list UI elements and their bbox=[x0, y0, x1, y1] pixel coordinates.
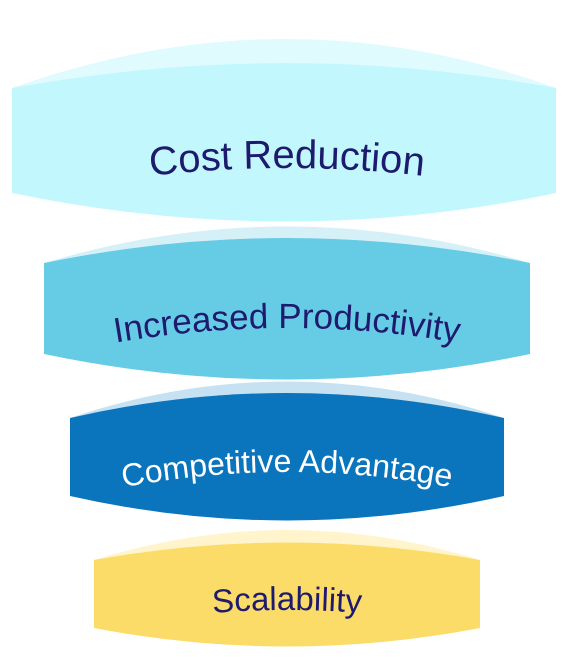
funnel-tier-cost-reduction: Cost Reduction bbox=[12, 39, 556, 222]
tier-body bbox=[94, 542, 480, 647]
tier-label: Cost Reduction bbox=[147, 133, 427, 185]
tier-body bbox=[12, 63, 556, 222]
tier-top-face bbox=[94, 530, 480, 560]
funnel-tier-increased-productivity: Increased Productivity bbox=[44, 226, 530, 380]
tier-top-face bbox=[70, 381, 504, 418]
funnel-tier-scalability: Scalability bbox=[94, 530, 480, 647]
tier-label: Scalability bbox=[211, 580, 364, 620]
tier-body bbox=[70, 393, 504, 521]
tier-body bbox=[44, 238, 530, 380]
tier-top-face bbox=[44, 226, 530, 263]
funnel-tier-competitive-advantage: Competitive Advantage bbox=[70, 381, 504, 521]
tier-top-face bbox=[12, 39, 556, 88]
